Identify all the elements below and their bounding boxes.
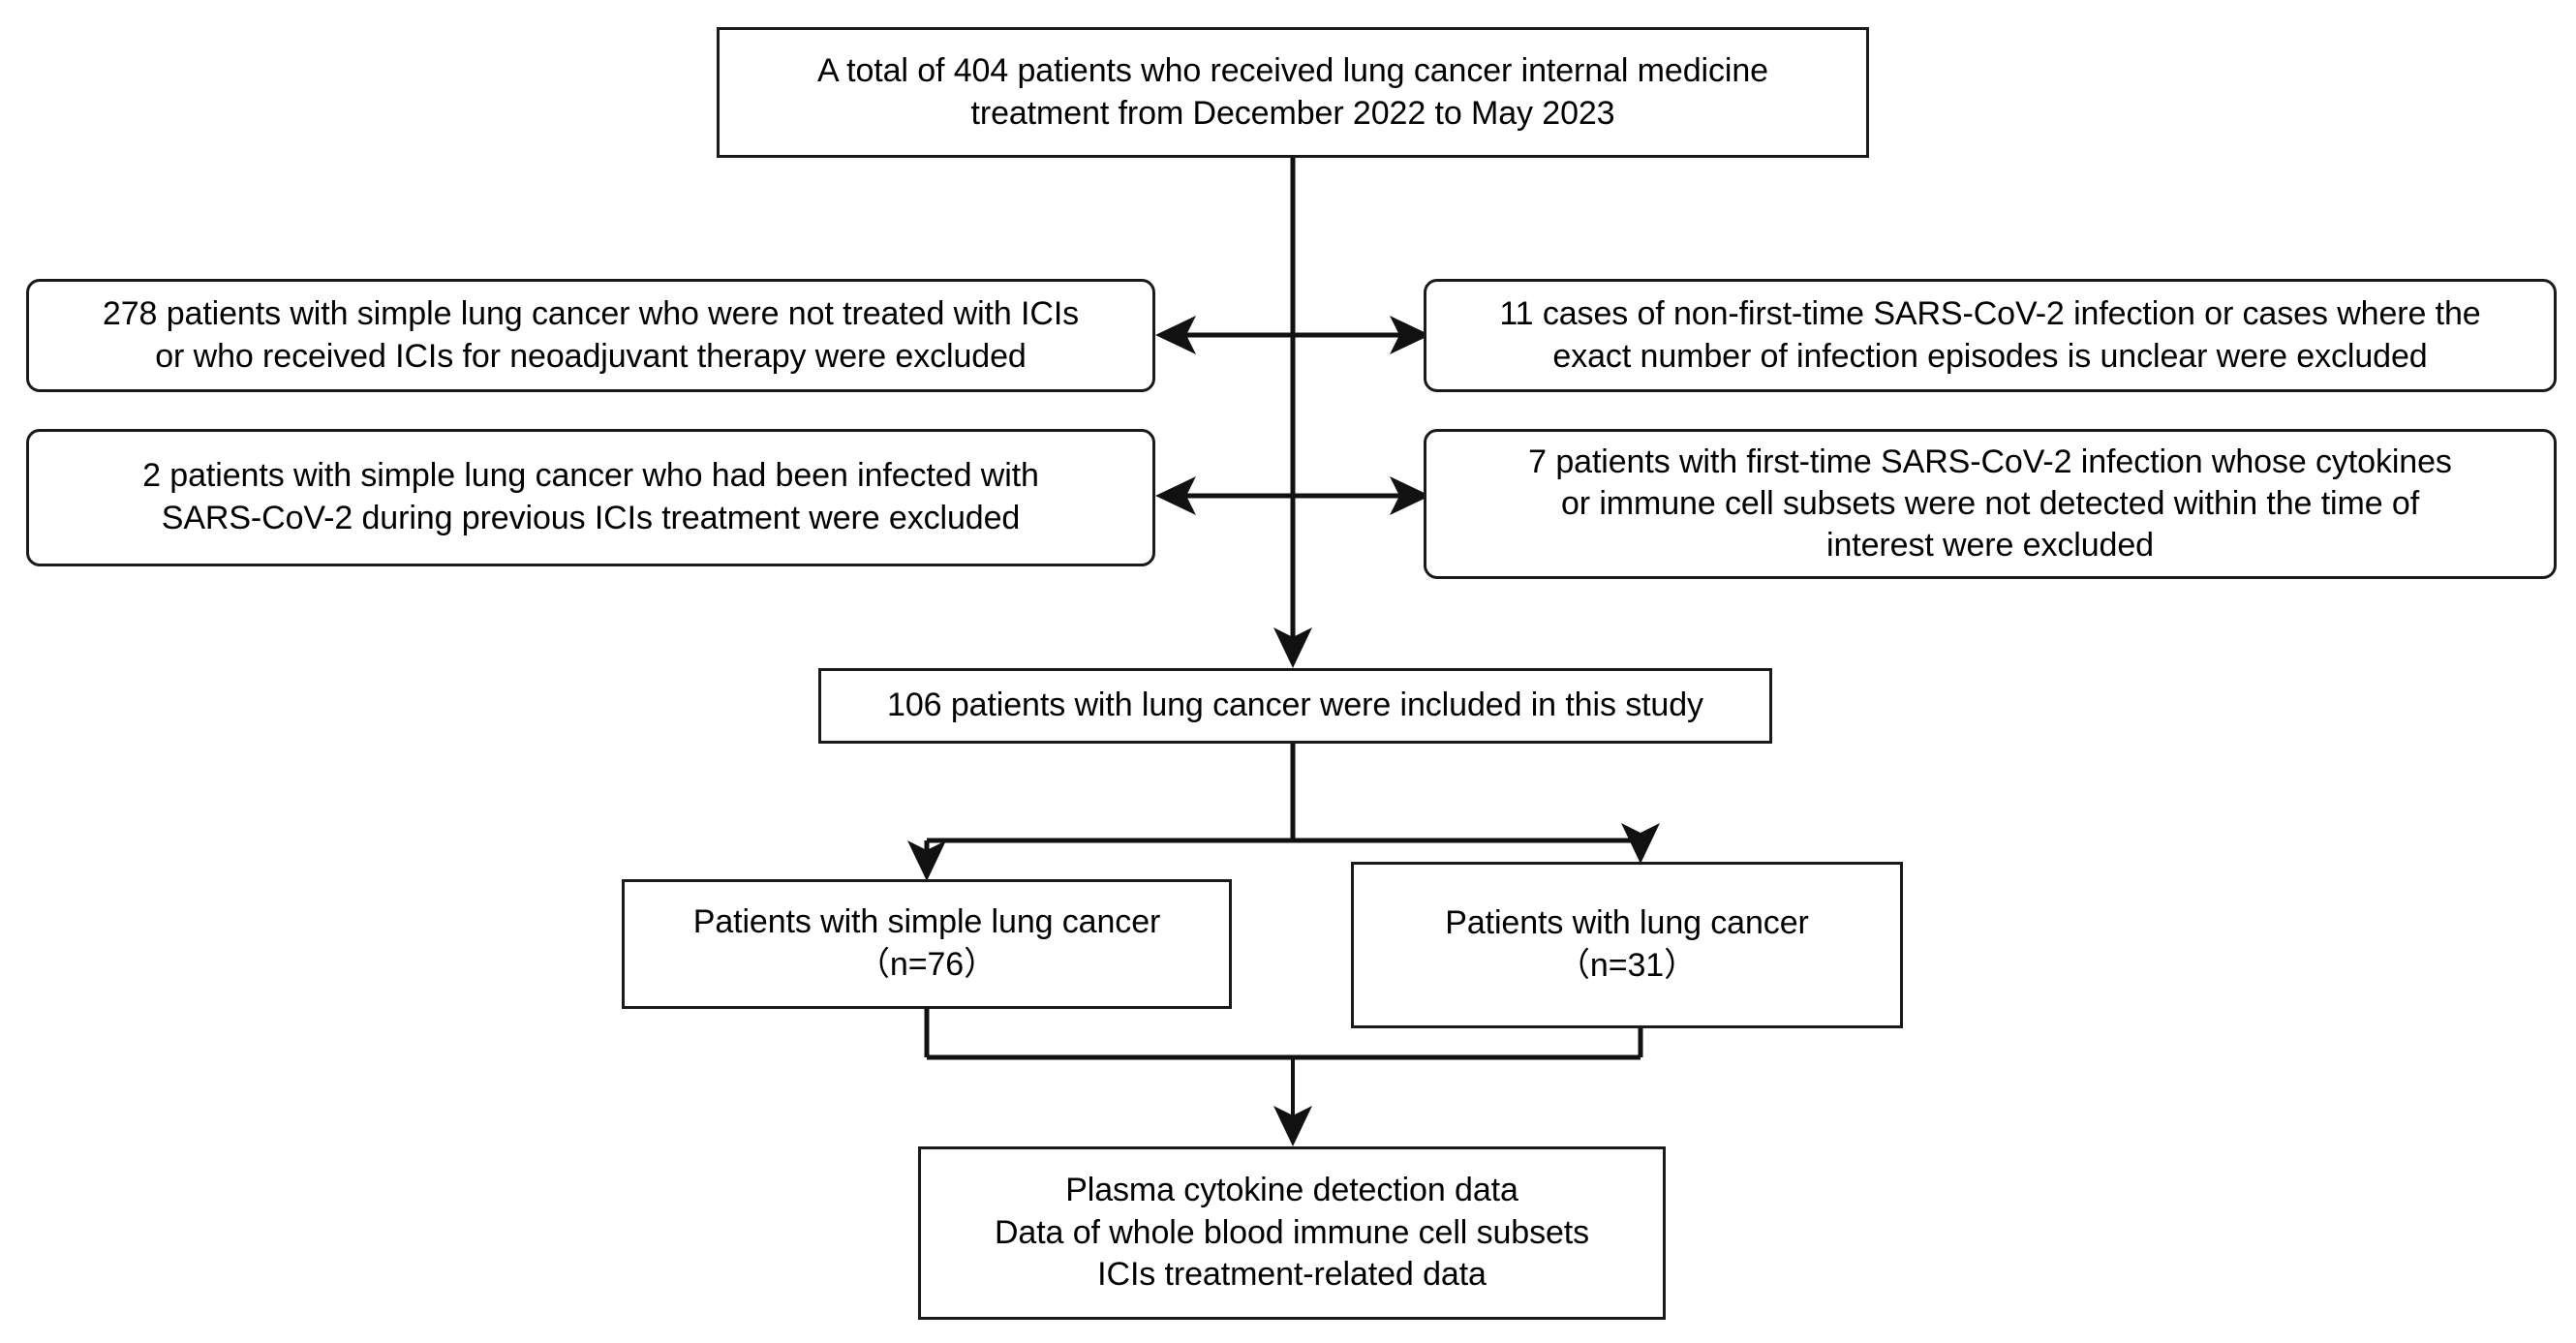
node-group-simple-lung-cancer: Patients with simple lung cancer （n=76）	[622, 879, 1232, 1009]
exclusion-arrow-row-2	[1155, 476, 1430, 515]
node-excluded-right-1-label: 11 cases of non-first-time SARS-CoV-2 in…	[1499, 294, 2481, 375]
exclusion-arrow-row-1	[1155, 316, 1430, 354]
node-group-lung-cancer-label: Patients with lung cancer （n=31）	[1445, 904, 1809, 984]
merge-connector	[924, 1009, 1643, 1146]
node-collected-data: Plasma cytokine detection data Data of w…	[918, 1146, 1666, 1320]
node-included-cohort: 106 patients with lung cancer were inclu…	[818, 668, 1772, 744]
node-excluded-left-2: 2 patients with simple lung cancer who h…	[26, 429, 1155, 566]
node-group-lung-cancer: Patients with lung cancer （n=31）	[1351, 862, 1903, 1028]
node-source-population-label: A total of 404 patients who received lun…	[817, 51, 1768, 132]
node-excluded-right-2: 7 patients with first-time SARS-CoV-2 in…	[1424, 429, 2557, 579]
node-excluded-left-2-label: 2 patients with simple lung cancer who h…	[142, 457, 1039, 536]
node-excluded-left-1: 278 patients with simple lung cancer who…	[26, 279, 1155, 392]
node-included-cohort-label: 106 patients with lung cancer were inclu…	[887, 687, 1703, 724]
node-excluded-right-1: 11 cases of non-first-time SARS-CoV-2 in…	[1424, 279, 2557, 392]
node-source-population: A total of 404 patients who received lun…	[717, 27, 1869, 158]
split-connector	[907, 744, 1660, 881]
spine-connector	[1273, 158, 1312, 668]
node-excluded-left-1-label: 278 patients with simple lung cancer who…	[102, 294, 1080, 375]
node-excluded-right-2-label: 7 patients with first-time SARS-CoV-2 in…	[1528, 443, 2452, 564]
node-group-simple-lung-cancer-label: Patients with simple lung cancer （n=76）	[692, 903, 1161, 983]
node-collected-data-label: Plasma cytokine detection data Data of w…	[994, 1172, 1590, 1294]
